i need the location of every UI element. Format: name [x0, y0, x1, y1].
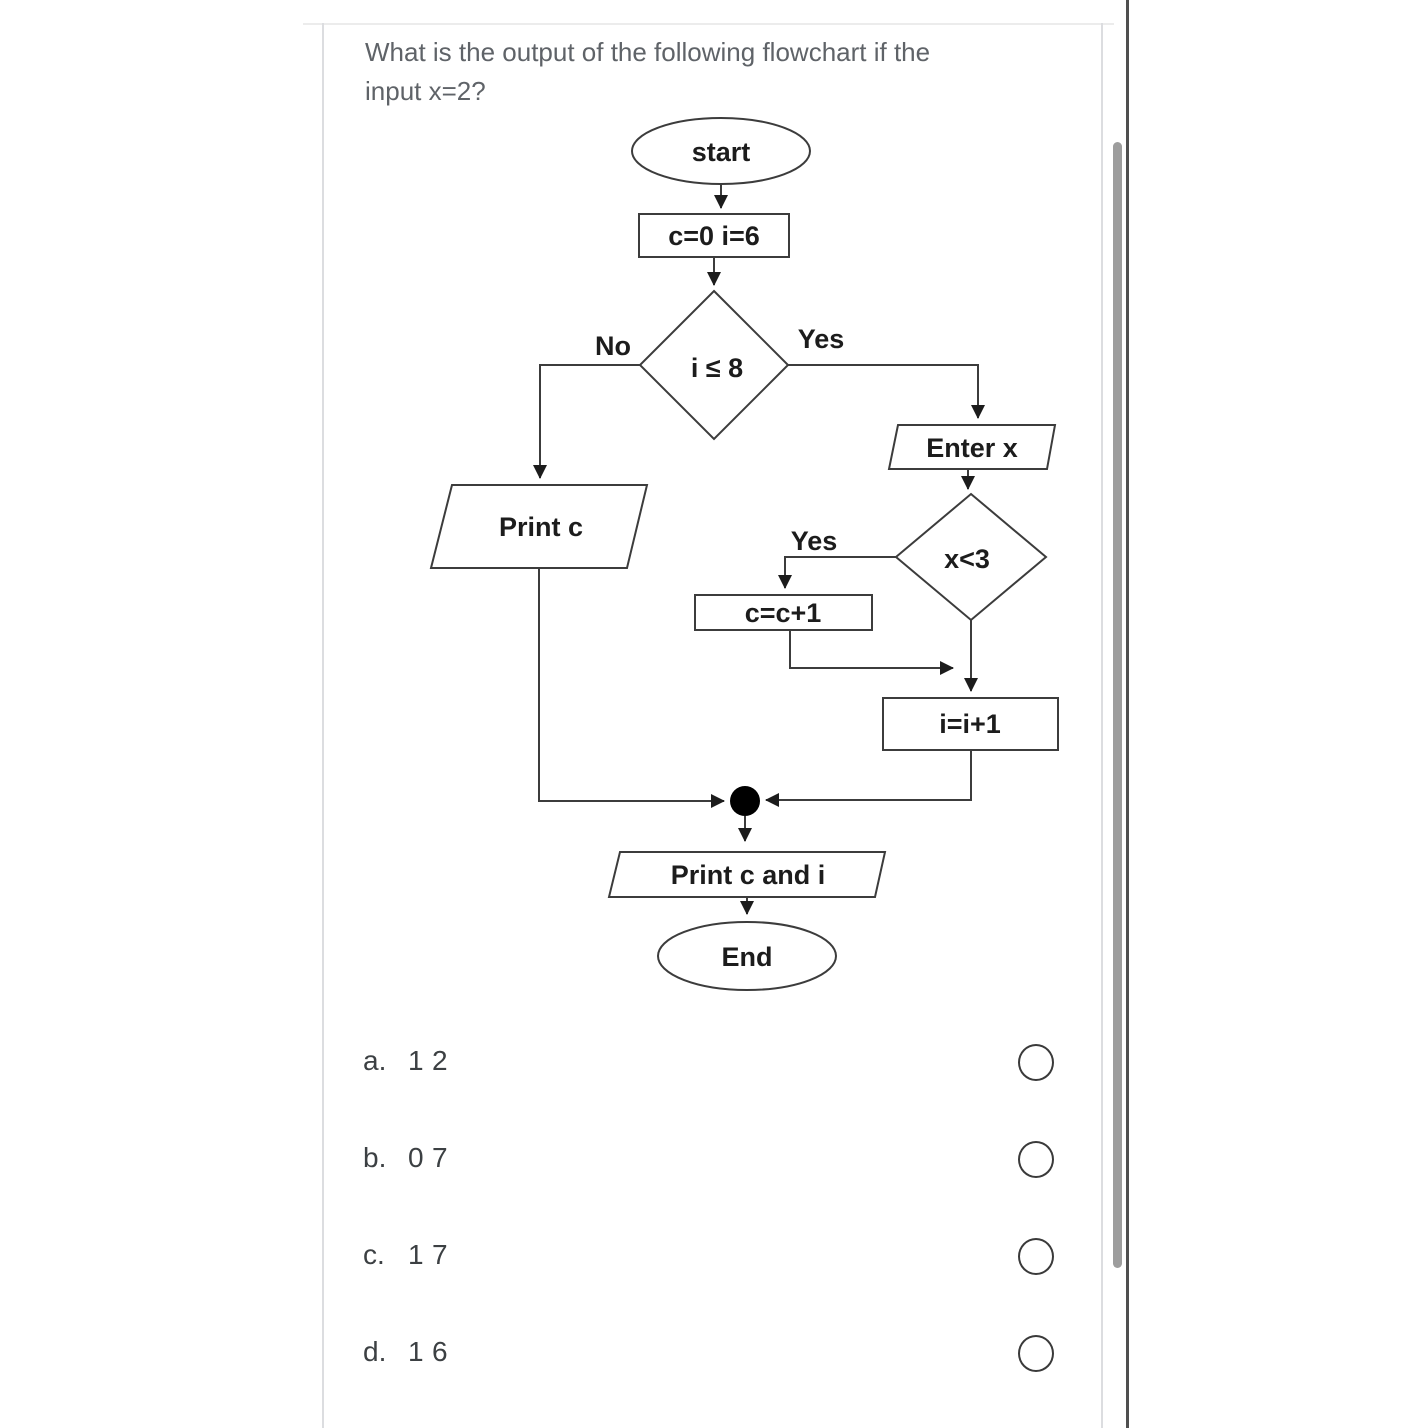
incc-label: c=c+1	[745, 598, 822, 628]
end-node	[657, 921, 837, 991]
option-b-letter: b.	[363, 1142, 387, 1173]
init-label: c=0 i=6	[668, 221, 760, 251]
edge-cond1-no-to-printc	[533, 364, 640, 479]
option-row-c: c. 17	[363, 1239, 1063, 1275]
card-right-border	[1101, 23, 1103, 1428]
flowchart: start c=0 i=6 i ≤ 8 No Yes Enter x x<3 Y…	[429, 117, 1059, 991]
option-d-letter: d.	[363, 1336, 387, 1367]
cond1-node	[638, 289, 790, 441]
option-row-d: d. 16	[363, 1336, 1063, 1372]
incc-node	[694, 594, 873, 631]
inci-node	[882, 697, 1059, 751]
cond1-label: i ≤ 8	[691, 353, 743, 383]
cond1-yes-label: Yes	[798, 324, 845, 354]
edge-cond1-yes-to-enterx	[788, 364, 985, 419]
enterx-node	[887, 424, 1057, 470]
junction-dot	[730, 786, 760, 816]
cond2-yes-label: Yes	[791, 526, 838, 556]
cond2-label: x<3	[944, 544, 990, 574]
inci-label: i=i+1	[939, 709, 1001, 739]
cond2-node	[894, 492, 1048, 622]
option-a-letter: a.	[363, 1045, 387, 1076]
option-a-radio[interactable]	[1018, 1044, 1054, 1081]
card-top-border	[303, 23, 1114, 25]
option-d-value: 16	[408, 1336, 456, 1367]
option-a-value: 12	[408, 1045, 456, 1076]
option-c-letter: c.	[363, 1239, 385, 1270]
enterx-label: Enter x	[926, 433, 1018, 463]
question-text: What is the output of the following flow…	[365, 33, 1065, 111]
question-line-2: input x=2?	[365, 76, 486, 106]
edge-printc-to-dot	[538, 568, 725, 808]
start-node	[631, 117, 811, 185]
start-label: start	[692, 137, 751, 167]
option-c-radio[interactable]	[1018, 1238, 1054, 1275]
option-c-value: 17	[408, 1239, 456, 1270]
question-line-1: What is the output of the following flow…	[365, 37, 931, 67]
edge-cond2-yes-to-incc	[778, 556, 896, 589]
cond1-no-label: No	[595, 331, 631, 361]
printci-label: Print c and i	[671, 860, 826, 890]
option-b-radio[interactable]	[1018, 1141, 1054, 1178]
card-left-border	[322, 23, 324, 1428]
printci-node	[607, 851, 887, 898]
printc-label: Print c	[499, 512, 583, 542]
init-node	[638, 213, 790, 258]
scrollbar-thumb[interactable]	[1113, 142, 1122, 1268]
option-row-b: b. 07	[363, 1142, 1063, 1178]
edge-incc-to-join	[789, 630, 954, 675]
printc-node	[429, 484, 649, 569]
end-label: End	[722, 942, 773, 972]
edge-inci-to-dot	[765, 750, 972, 807]
window-frame-line	[1126, 0, 1129, 1428]
option-d-radio[interactable]	[1018, 1335, 1054, 1372]
option-b-value: 07	[408, 1142, 456, 1173]
option-row-a: a. 12	[363, 1045, 1063, 1081]
